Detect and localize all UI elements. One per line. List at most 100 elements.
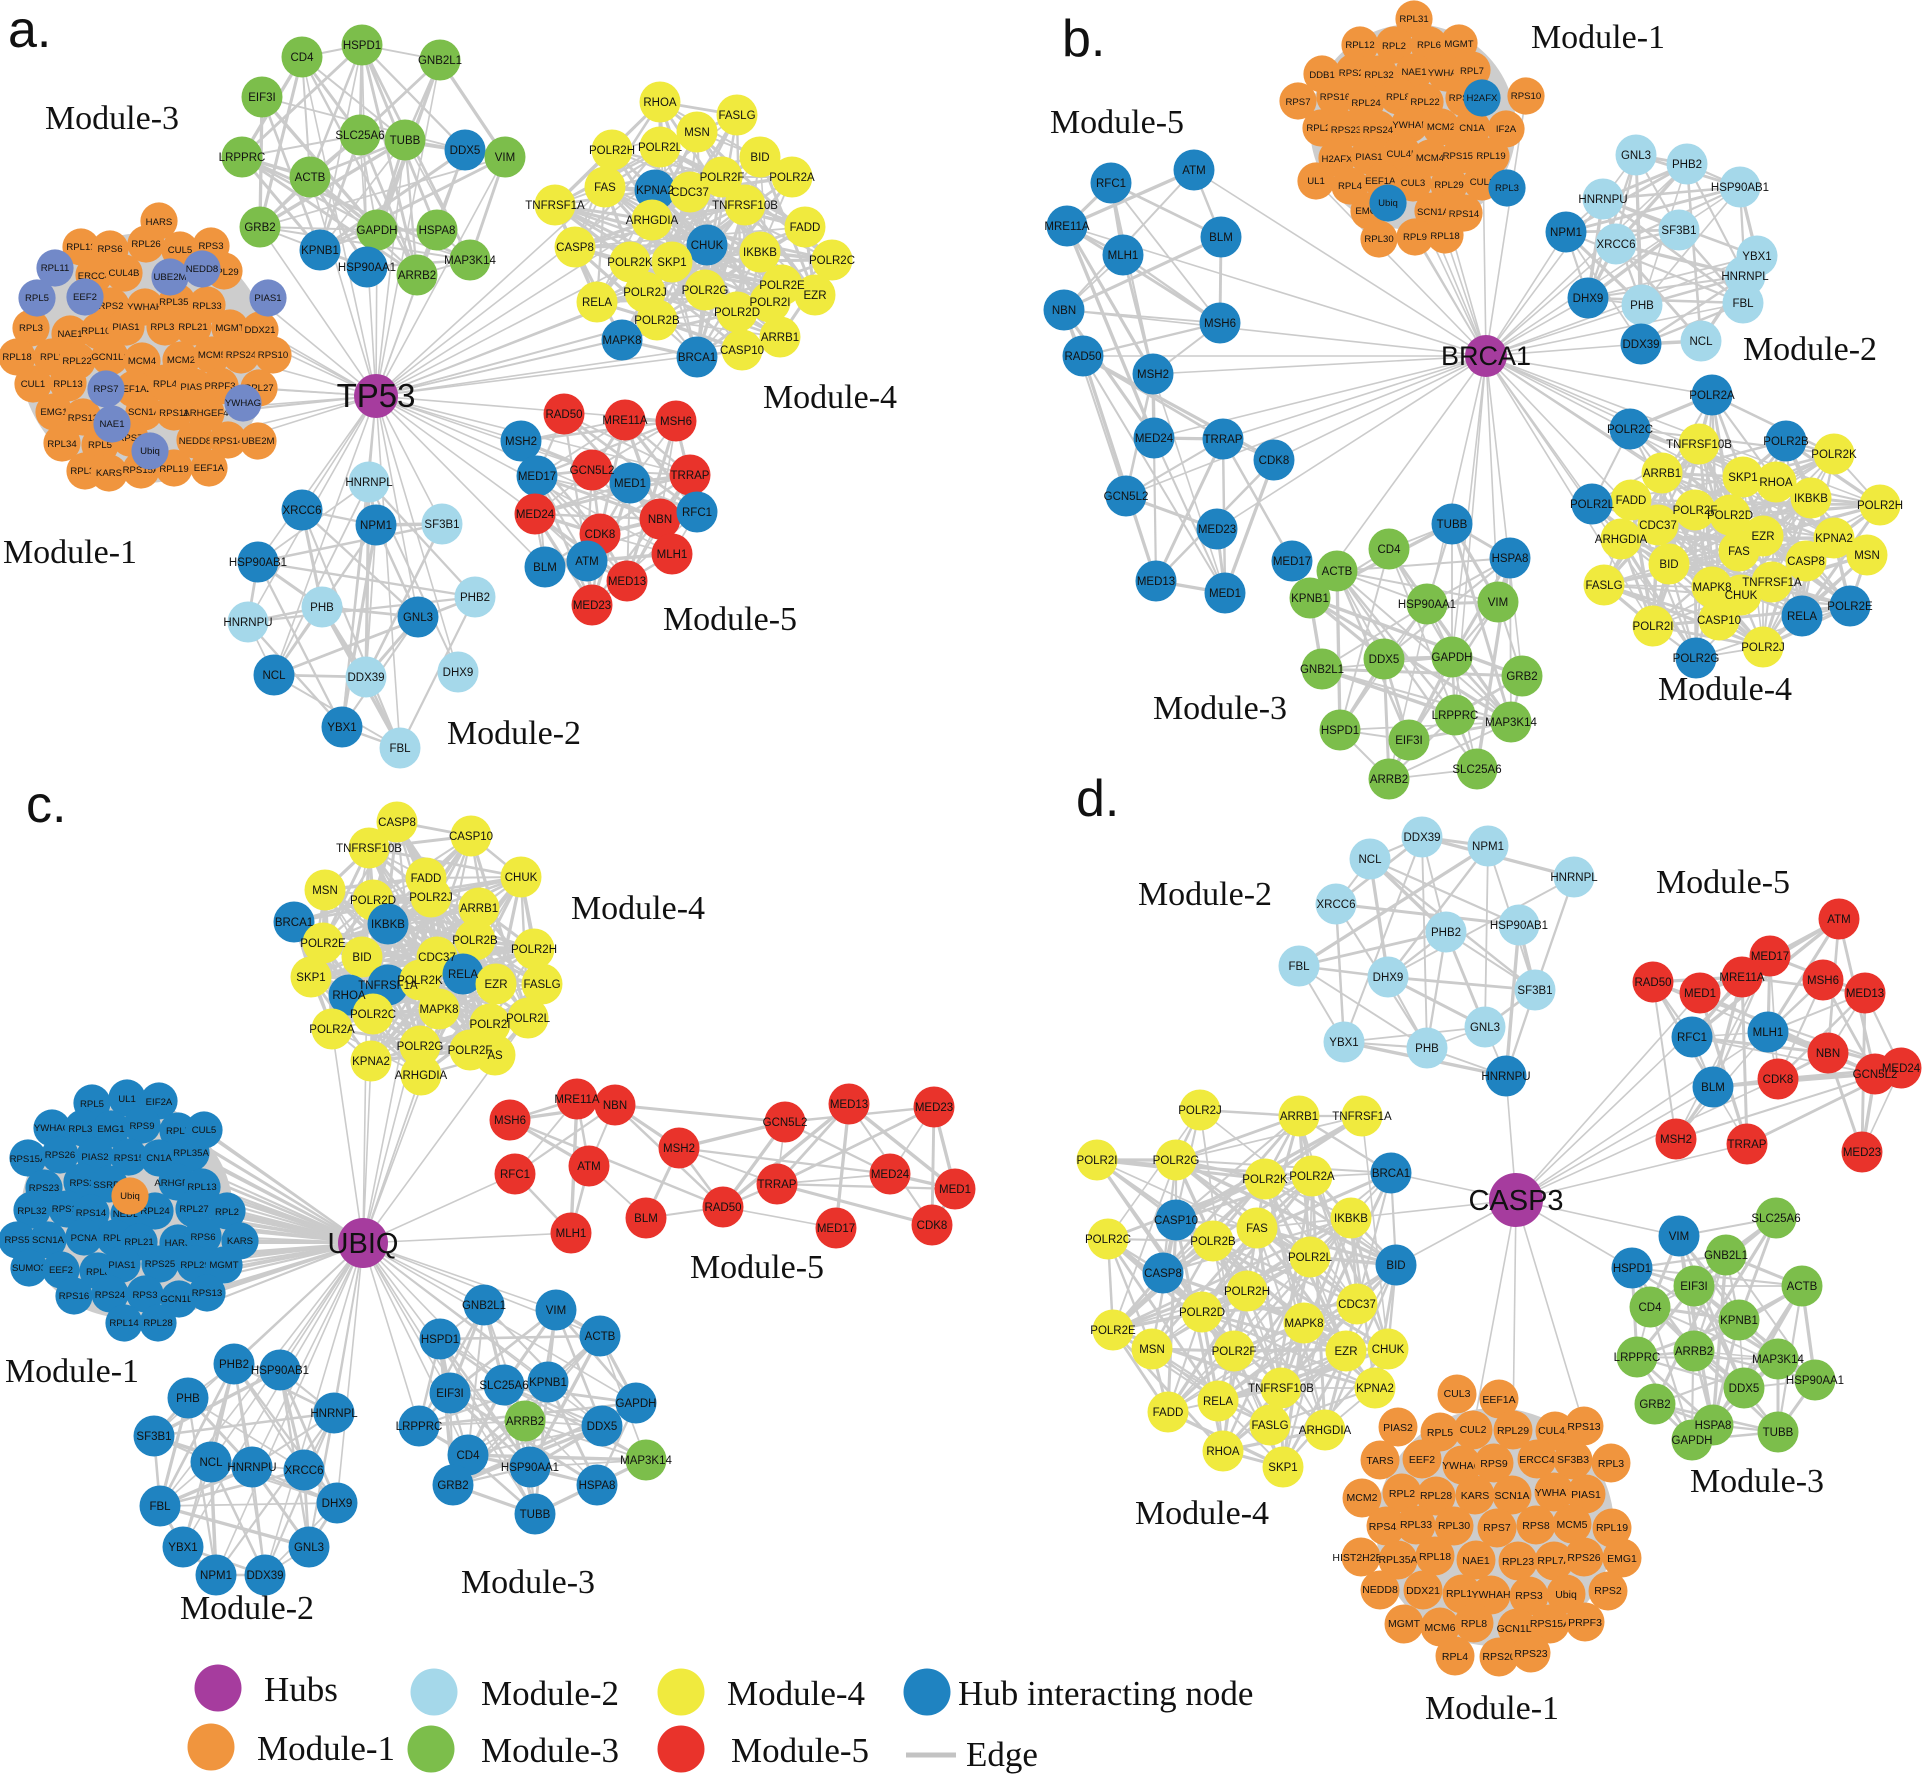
svg-text:RPL9: RPL9 bbox=[103, 1233, 127, 1244]
svg-text:RPL13: RPL13 bbox=[187, 1182, 216, 1193]
svg-text:RPS5: RPS5 bbox=[4, 1235, 29, 1246]
svg-text:PIAS1: PIAS1 bbox=[1571, 1489, 1601, 1501]
svg-text:Module-1: Module-1 bbox=[1531, 19, 1665, 56]
svg-text:MAPK8: MAPK8 bbox=[1693, 582, 1732, 594]
svg-text:EIF3I: EIF3I bbox=[436, 1388, 463, 1400]
svg-text:UBE2M: UBE2M bbox=[153, 272, 186, 283]
svg-text:PIAS1: PIAS1 bbox=[1355, 152, 1382, 163]
svg-text:RPS10: RPS10 bbox=[258, 350, 288, 361]
svg-text:ARHGEF4: ARHGEF4 bbox=[154, 1178, 200, 1189]
svg-text:RPS8: RPS8 bbox=[1522, 1520, 1550, 1532]
svg-text:IKBKB: IKBKB bbox=[1334, 1213, 1368, 1225]
svg-text:RPS26: RPS26 bbox=[1567, 1552, 1600, 1564]
svg-text:Module-2: Module-2 bbox=[447, 715, 581, 752]
svg-text:CDK8: CDK8 bbox=[917, 1220, 948, 1232]
svg-text:XRCC6: XRCC6 bbox=[283, 505, 322, 517]
svg-text:MSH6: MSH6 bbox=[1204, 318, 1236, 330]
svg-text:HSPD1: HSPD1 bbox=[421, 1334, 459, 1346]
svg-text:RPL7: RPL7 bbox=[1460, 66, 1484, 77]
svg-text:SF3B1: SF3B1 bbox=[1517, 985, 1552, 997]
svg-text:PIAS1: PIAS1 bbox=[254, 293, 281, 304]
svg-text:RPS24: RPS24 bbox=[95, 1290, 126, 1301]
svg-text:MSH6: MSH6 bbox=[660, 416, 692, 428]
svg-text:MGMT: MGMT bbox=[209, 1260, 238, 1271]
svg-text:MLH1: MLH1 bbox=[556, 1228, 587, 1240]
svg-text:KPNB1: KPNB1 bbox=[529, 1377, 567, 1389]
svg-text:CASP8: CASP8 bbox=[378, 817, 416, 829]
svg-text:ACTB: ACTB bbox=[1787, 1281, 1818, 1293]
svg-text:Module-5: Module-5 bbox=[663, 601, 797, 638]
svg-text:MSH2: MSH2 bbox=[505, 436, 537, 448]
svg-text:SF3B1: SF3B1 bbox=[424, 519, 459, 531]
svg-text:MED1: MED1 bbox=[614, 478, 646, 490]
svg-text:RPL35A: RPL35A bbox=[173, 1148, 209, 1159]
svg-text:CASP8: CASP8 bbox=[556, 242, 594, 254]
svg-text:HSP90AB1: HSP90AB1 bbox=[1711, 182, 1769, 194]
svg-text:RPL35A: RPL35A bbox=[1378, 1554, 1417, 1566]
svg-text:NPM1: NPM1 bbox=[360, 520, 392, 532]
svg-text:TNFRSF10B: TNFRSF10B bbox=[336, 843, 402, 855]
svg-text:RPL28: RPL28 bbox=[143, 1318, 172, 1329]
svg-text:YBX1: YBX1 bbox=[1742, 251, 1771, 263]
svg-text:NAE1: NAE1 bbox=[1462, 1555, 1490, 1567]
svg-text:HSPD1: HSPD1 bbox=[343, 40, 381, 52]
svg-text:SCN1A: SCN1A bbox=[128, 407, 161, 418]
svg-text:BRCA1: BRCA1 bbox=[1441, 341, 1531, 371]
svg-text:MCM2: MCM2 bbox=[1347, 1492, 1378, 1504]
svg-text:DHX9: DHX9 bbox=[1373, 972, 1404, 984]
svg-text:RPL29: RPL29 bbox=[180, 1260, 209, 1271]
svg-text:ARHGDIA: ARHGDIA bbox=[1595, 534, 1648, 546]
svg-text:POLR2H: POLR2H bbox=[511, 944, 557, 956]
svg-text:POLR2L: POLR2L bbox=[506, 1013, 551, 1025]
svg-text:SLC25A6: SLC25A6 bbox=[479, 1380, 528, 1392]
svg-text:NCL: NCL bbox=[262, 670, 286, 682]
svg-text:SLC25A6: SLC25A6 bbox=[1751, 1213, 1800, 1225]
svg-text:RPS24: RPS24 bbox=[1363, 125, 1394, 136]
svg-text:SLC25A6: SLC25A6 bbox=[1452, 764, 1501, 776]
svg-text:FASLG: FASLG bbox=[1251, 1420, 1288, 1432]
svg-text:MED1: MED1 bbox=[1209, 588, 1241, 600]
svg-text:PHB: PHB bbox=[1415, 1043, 1439, 1055]
svg-text:VIM: VIM bbox=[495, 152, 515, 164]
svg-text:NAE1: NAE1 bbox=[57, 329, 82, 340]
svg-text:Module-5: Module-5 bbox=[1656, 864, 1790, 901]
svg-text:YWHAH: YWHAH bbox=[1471, 1589, 1510, 1601]
svg-text:RPL30: RPL30 bbox=[1364, 234, 1393, 245]
svg-text:RPS7: RPS7 bbox=[1285, 97, 1310, 108]
svg-text:FAS: FAS bbox=[594, 182, 616, 194]
svg-text:PCNA: PCNA bbox=[71, 1233, 98, 1244]
svg-text:KPNA2: KPNA2 bbox=[352, 1056, 390, 1068]
svg-text:EMG1: EMG1 bbox=[1355, 206, 1382, 217]
svg-text:MED23: MED23 bbox=[915, 1102, 953, 1114]
svg-text:VIM: VIM bbox=[1669, 1231, 1689, 1243]
svg-text:RPS13: RPS13 bbox=[192, 1288, 222, 1299]
svg-text:CDC37: CDC37 bbox=[418, 952, 456, 964]
svg-text:TP53: TP53 bbox=[337, 377, 416, 414]
svg-text:RPS20: RPS20 bbox=[1482, 1651, 1515, 1663]
svg-text:RPS2: RPS2 bbox=[98, 301, 123, 312]
svg-text:FADD: FADD bbox=[790, 222, 821, 234]
svg-text:CUL3: CUL3 bbox=[1401, 178, 1426, 189]
svg-text:RPS24: RPS24 bbox=[226, 350, 257, 361]
svg-text:TNFRSF10B: TNFRSF10B bbox=[712, 200, 778, 212]
svg-text:ACTB: ACTB bbox=[295, 172, 326, 184]
svg-text:Module-3: Module-3 bbox=[1690, 1463, 1824, 1500]
svg-text:KPNB1: KPNB1 bbox=[1291, 593, 1329, 605]
svg-text:YBX1: YBX1 bbox=[1329, 1037, 1358, 1049]
svg-text:POLR2B: POLR2B bbox=[452, 935, 498, 947]
svg-text:PHB: PHB bbox=[310, 602, 334, 614]
svg-text:POLR2I: POLR2I bbox=[1633, 621, 1674, 633]
svg-text:MSN: MSN bbox=[312, 885, 338, 897]
svg-text:DDB1: DDB1 bbox=[1309, 70, 1335, 81]
svg-text:BID: BID bbox=[750, 152, 769, 164]
svg-text:RPS2: RPS2 bbox=[69, 1178, 94, 1189]
svg-text:GAPDH: GAPDH bbox=[1432, 652, 1473, 664]
svg-text:CD4: CD4 bbox=[1638, 1302, 1662, 1314]
svg-text:PHB2: PHB2 bbox=[219, 1359, 249, 1371]
svg-text:MED1: MED1 bbox=[939, 1184, 971, 1196]
svg-text:CUL5: CUL5 bbox=[192, 1125, 217, 1136]
svg-text:HSP90AB1: HSP90AB1 bbox=[229, 557, 287, 569]
svg-text:RPS9: RPS9 bbox=[129, 1121, 154, 1132]
svg-text:POLR2E: POLR2E bbox=[1827, 601, 1873, 613]
svg-text:RPL26: RPL26 bbox=[131, 239, 160, 250]
